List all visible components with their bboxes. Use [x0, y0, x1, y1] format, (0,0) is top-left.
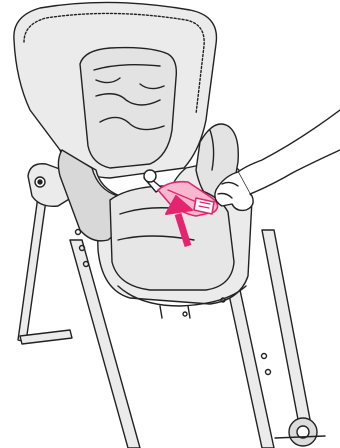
headrest-cushion — [80, 48, 176, 168]
left-rear-leg — [18, 182, 48, 342]
right-rear-leg — [262, 230, 312, 430]
seat-back — [14, 2, 217, 178]
forearm — [238, 110, 340, 194]
